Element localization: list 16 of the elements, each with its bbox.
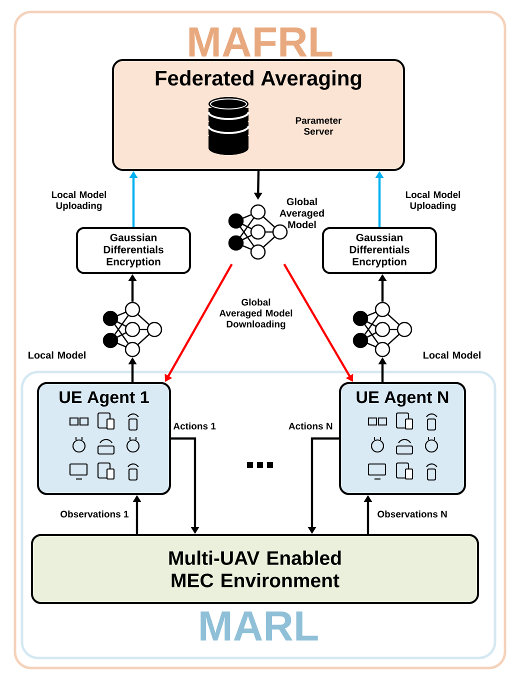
agent-box: UE Agent 1 (37, 382, 171, 495)
process-box: Federated Averaging Parameter Server (112, 59, 405, 171)
edge-label: Actions N (288, 422, 332, 430)
environment-box: Multi-UAV Enabled MEC Environment (31, 534, 479, 604)
node-caption: Global Averaged Model (280, 198, 324, 228)
process-box: Gaussian Differentials Encryption (322, 227, 437, 274)
edge-label: Local Model Uploading (406, 191, 460, 211)
node-caption: Local Model (424, 351, 480, 359)
process-box: Gaussian Differentials Encryption (76, 227, 191, 274)
edge-label: Local Model Uploading (52, 191, 106, 211)
edge-label: Observations N (378, 510, 447, 518)
edge-label: Observations 1 (60, 510, 129, 518)
flow-label: Global Averaged Model Downloading (219, 298, 292, 330)
edge-label: Actions 1 (173, 422, 216, 430)
agent-box: UE Agent N (339, 382, 466, 495)
node-caption: Local Model (28, 351, 86, 359)
